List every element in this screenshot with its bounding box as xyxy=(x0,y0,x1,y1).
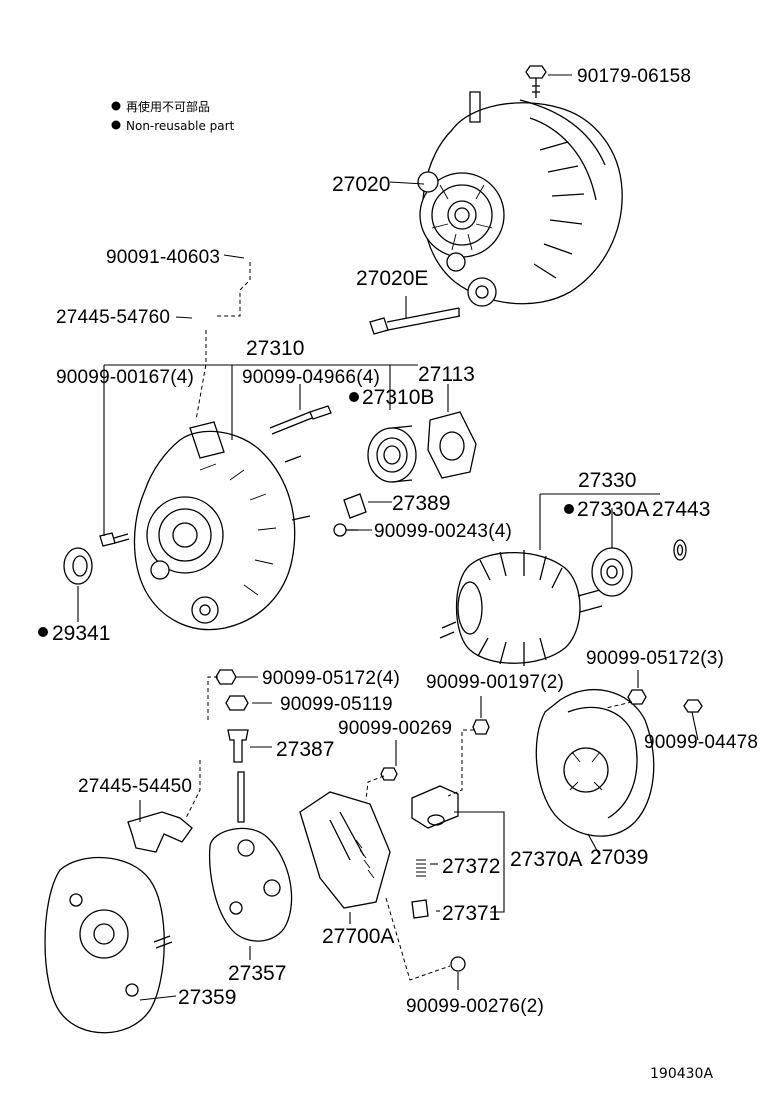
legend: 再使用不可部品 Non-reusable part xyxy=(111,99,235,133)
label-27445-54450: 27445-54450 xyxy=(78,776,192,797)
rotor-drawing xyxy=(439,550,603,666)
regulator-drawing xyxy=(299,791,391,909)
non-reusable-bullet-icon xyxy=(38,627,48,637)
label-90099-00269: 90099-00269 xyxy=(338,718,452,739)
screw-s-drawing xyxy=(450,956,466,972)
label-90099-00167: 90099-00167(4) xyxy=(56,367,194,388)
bearing-drawing xyxy=(367,425,417,483)
rear-end-cover-drawing xyxy=(535,688,655,837)
label-90099-05172-3: 90099-05172(3) xyxy=(586,648,724,669)
label-27330A: 27330A xyxy=(577,498,649,521)
label-27310: 27310 xyxy=(246,337,304,360)
label-27113: 27113 xyxy=(418,363,475,386)
part-labels: 90179-06158 27020 90091-40603 27020E 274… xyxy=(38,66,758,1082)
through-bolt-drawing xyxy=(369,307,461,335)
label-90099-00276: 90099-00276(2) xyxy=(406,996,544,1017)
label-27330: 27330 xyxy=(578,469,636,492)
label-27020: 27020 xyxy=(332,173,390,196)
bracket-drawing xyxy=(127,811,193,853)
figure-id: 190430A xyxy=(650,1066,713,1082)
label-27372: 27372 xyxy=(442,855,500,878)
legend-english: Non-reusable part xyxy=(126,119,235,133)
small-screw-drawing xyxy=(333,523,358,537)
label-27357: 27357 xyxy=(228,962,286,985)
label-27389: 27389 xyxy=(392,492,450,515)
label-90179-06158: 90179-06158 xyxy=(577,66,691,87)
stud-bolt-drawing xyxy=(269,405,332,435)
brush-holder-drawing xyxy=(411,785,459,829)
rotor-bearing-drawing xyxy=(591,547,633,597)
label-27039: 27039 xyxy=(590,846,648,869)
drive-end-frame-drawing xyxy=(133,421,311,631)
non-reusable-bullet-icon xyxy=(349,392,359,402)
label-27359: 27359 xyxy=(178,986,236,1009)
rectifier-drawing xyxy=(208,771,293,942)
label-27387: 27387 xyxy=(276,738,334,761)
legend-japanese: 再使用不可部品 xyxy=(126,99,210,114)
non-reusable-bullet-icon xyxy=(111,101,121,111)
brush-drawing xyxy=(411,899,429,919)
non-reusable-bullet-icon xyxy=(564,504,574,514)
rear-frame-drawing xyxy=(44,856,173,1034)
label-90099-05119: 90099-05119 xyxy=(280,694,393,715)
spring-drawing xyxy=(416,859,426,877)
retainer-plate-drawing xyxy=(427,411,477,479)
label-29341: 29341 xyxy=(52,622,110,645)
label-27020E: 27020E xyxy=(356,267,428,290)
oil-seal-drawing xyxy=(63,547,93,585)
label-90099-04966: 90099-04966(4) xyxy=(242,367,380,388)
nut-drawing xyxy=(215,669,703,781)
label-90099-05172-4: 90099-05172(4) xyxy=(262,668,400,689)
label-27310B: 27310B xyxy=(362,386,434,409)
ring-drawing xyxy=(673,539,687,561)
label-27443: 27443 xyxy=(652,498,710,521)
non-reusable-bullet-icon xyxy=(111,120,121,130)
label-90099-00243: 90099-00243(4) xyxy=(374,521,512,542)
cover-piece-drawing xyxy=(343,493,367,519)
label-27370A: 27370A xyxy=(510,848,582,871)
screw-drawing xyxy=(99,532,130,547)
label-90099-00197: 90099-00197(2) xyxy=(426,672,564,693)
label-27445-54760: 27445-54760 xyxy=(56,307,170,328)
terminal-insulator-drawing xyxy=(227,729,249,763)
label-27371: 27371 xyxy=(442,902,500,925)
label-27700A: 27700A xyxy=(322,925,394,948)
label-90099-04478: 90099-04478 xyxy=(644,732,758,753)
alternator-assembly-drawing xyxy=(417,65,623,307)
label-90091-40603: 90091-40603 xyxy=(106,247,220,268)
leader-lines xyxy=(77,74,699,1001)
